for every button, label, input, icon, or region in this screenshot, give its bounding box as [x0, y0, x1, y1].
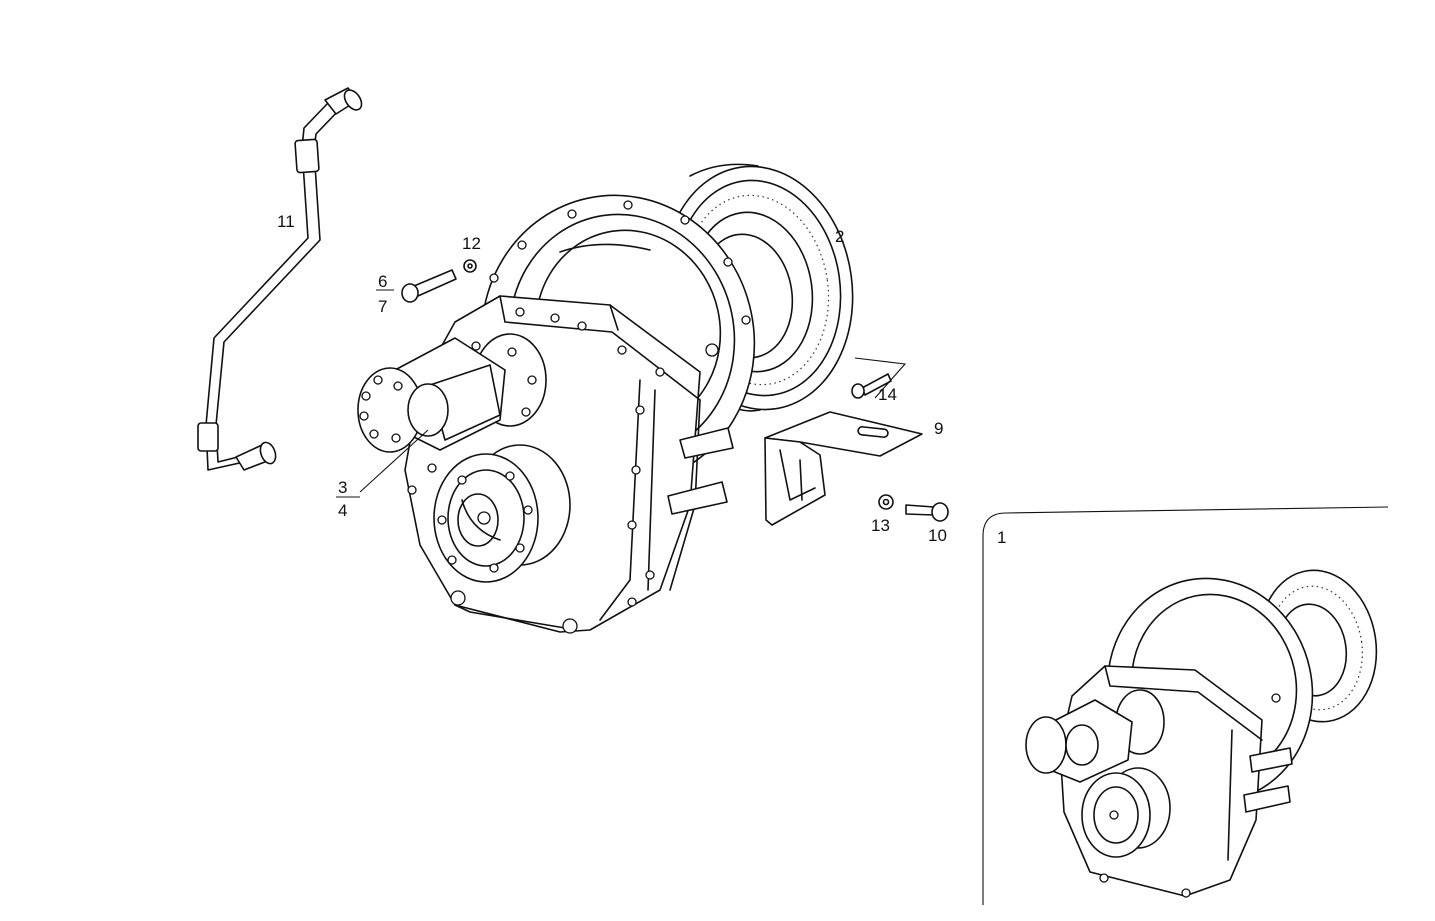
bolt-14[interactable]: [851, 373, 892, 399]
washer-12[interactable]: [463, 259, 477, 273]
callout-labels: 1 2 3 4 6 7 9 10 11 12 13 14: [277, 212, 1006, 547]
callout-3: 3: [338, 478, 347, 497]
oil-pipe[interactable]: [197, 87, 365, 471]
callout-4: 4: [338, 501, 347, 520]
callout-11: 11: [277, 212, 295, 231]
mounting-bracket[interactable]: [764, 357, 923, 526]
callout-6: 6: [378, 272, 387, 291]
callout-9: 9: [934, 419, 943, 438]
callout-2: 2: [835, 227, 844, 246]
leader-lines: [336, 289, 429, 498]
callout-14: 14: [878, 385, 897, 404]
bolt-10[interactable]: [905, 502, 949, 522]
gearbox-housing[interactable]: [357, 170, 781, 634]
callout-10: 10: [928, 526, 947, 545]
callout-7: 7: [378, 297, 387, 316]
bolt-6-7[interactable]: [401, 269, 457, 303]
callout-13: 13: [871, 516, 890, 535]
callout-1: 1: [997, 528, 1006, 547]
callout-12: 12: [462, 234, 481, 253]
washer-13[interactable]: [878, 494, 894, 510]
inset-assembly-view: [982, 506, 1389, 905]
